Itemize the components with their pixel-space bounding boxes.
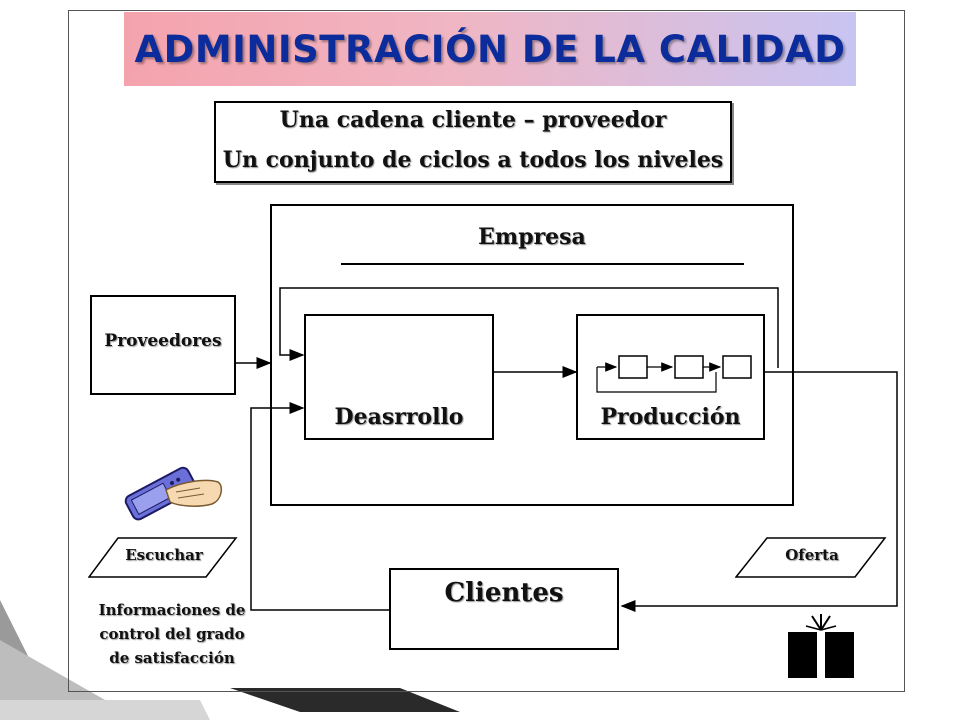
oferta-shape — [735, 537, 887, 578]
slide-frame — [68, 10, 905, 692]
satisfaction-note: Informaciones de control del grado de sa… — [84, 598, 260, 670]
subtitle-line-2: Un conjunto de ciclos a todos los nivele… — [222, 147, 724, 173]
clientes-label: Clientes — [444, 578, 564, 608]
mini-loop — [596, 367, 717, 393]
proveedores-label: Proveedores — [104, 331, 222, 351]
produccion-label: Producción — [600, 404, 741, 430]
empresa-label: Empresa — [478, 224, 586, 250]
subtitle-line-1: Una cadena cliente – proveedor — [279, 107, 667, 133]
clientes-box: Clientes — [389, 568, 619, 650]
desarrollo-box: Deasrrollo — [304, 314, 494, 440]
note-line-1: Informaciones de — [98, 601, 246, 619]
mini-box-2 — [674, 355, 704, 379]
arrow-clientes-desarrollo — [250, 402, 389, 611]
empresa-box — [270, 204, 794, 506]
arrow-produccion-clientes — [620, 371, 898, 612]
produccion-box: Producción — [576, 314, 765, 440]
gift-icon — [788, 614, 854, 678]
note-line-3: de satisfacción — [109, 649, 235, 667]
note-line-2: control del grado — [99, 625, 245, 643]
mini-box-3 — [722, 355, 752, 379]
desarrollo-label: Deasrrollo — [334, 404, 464, 430]
oferta-label: Oferta — [785, 546, 839, 564]
page-title: ADMINISTRACIÓN DE LA CALIDAD — [134, 27, 846, 71]
arrow-internal-loop — [279, 287, 779, 368]
proveedores-box: Proveedores — [90, 295, 236, 395]
subtitle-box: Una cadena cliente – proveedor Un conjun… — [214, 101, 732, 183]
mini-box-1 — [618, 355, 648, 379]
escuchar-label: Escuchar — [125, 546, 203, 564]
phone-hand-icon — [124, 466, 223, 521]
title-banner: ADMINISTRACIÓN DE LA CALIDAD — [124, 12, 856, 86]
escuchar-shape — [88, 537, 238, 578]
